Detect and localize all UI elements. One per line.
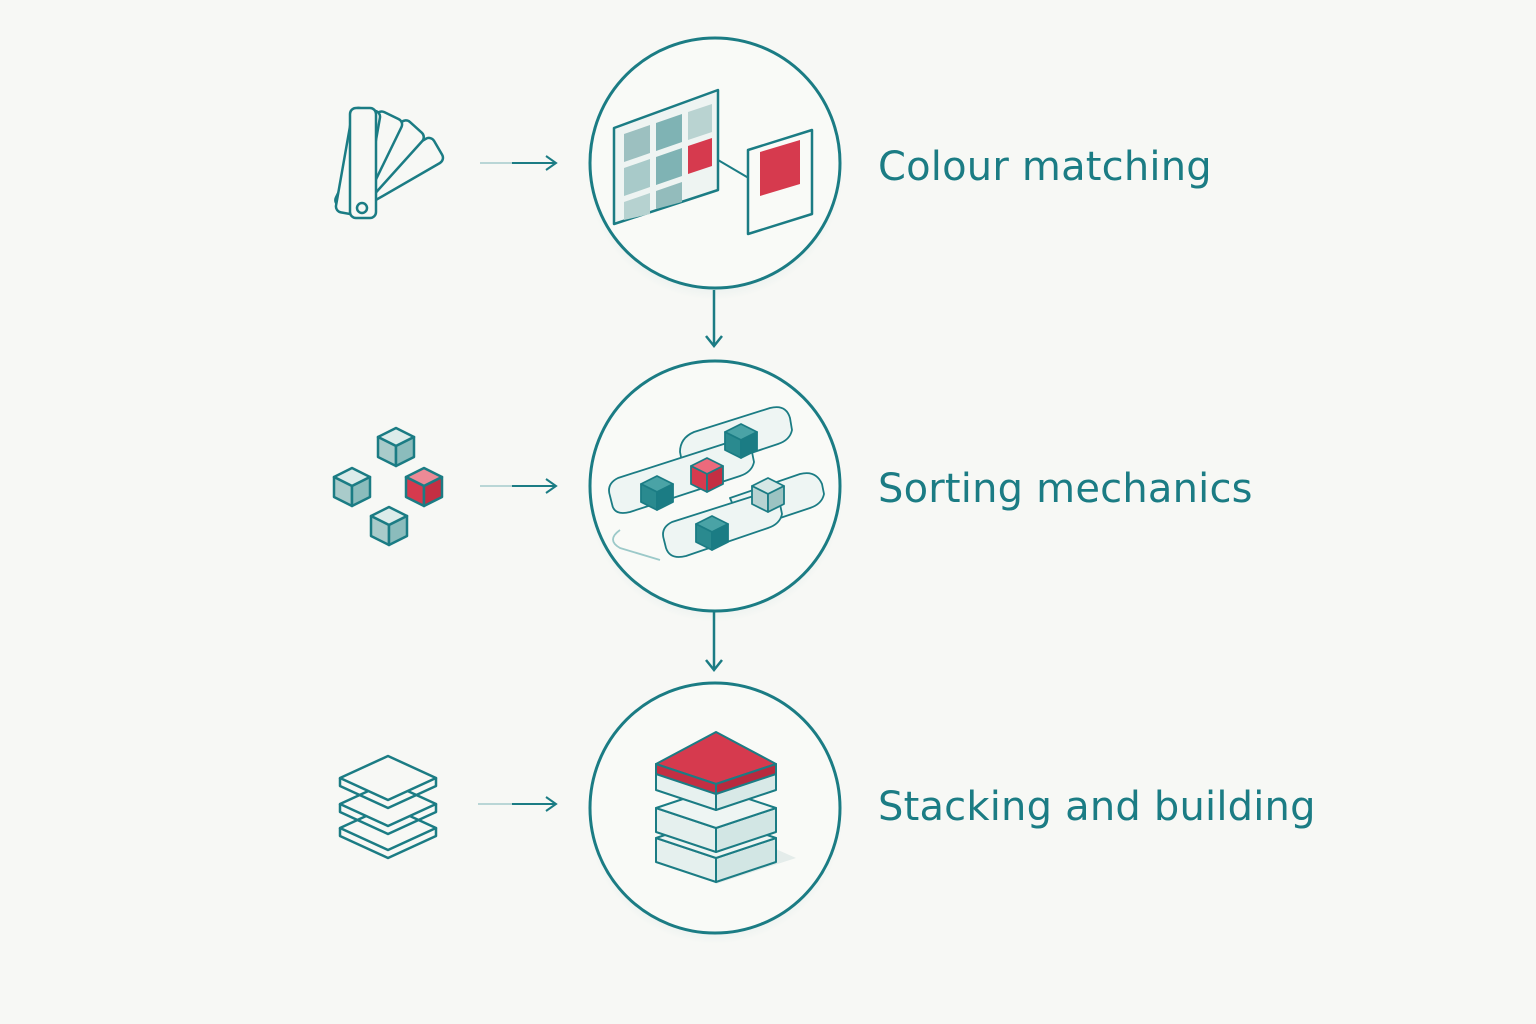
step-label: Colour matching (878, 144, 1212, 190)
colour-swatch-fan-icon (334, 106, 445, 220)
step-stacking-and-building: Stacking and building (338, 681, 1316, 944)
colour-grid-match-icon (612, 88, 814, 236)
scattered-cubes-icon (332, 426, 444, 547)
step-colour-matching: Colour matching (334, 36, 1212, 300)
arrow-down (705, 290, 723, 349)
step-label: Sorting mechanics (878, 466, 1253, 512)
arrow-right (480, 155, 558, 171)
stacked-layers-icon (338, 754, 438, 860)
arrow-right (480, 478, 558, 494)
arrow-right (478, 796, 558, 812)
arrow-down (705, 612, 723, 673)
step-sorting-mechanics: Sorting mechanics (332, 359, 1253, 622)
step-label: Stacking and building (878, 784, 1316, 830)
stacked-blocks-icon (655, 731, 796, 884)
conveyor-sorting-icon (608, 406, 825, 561)
